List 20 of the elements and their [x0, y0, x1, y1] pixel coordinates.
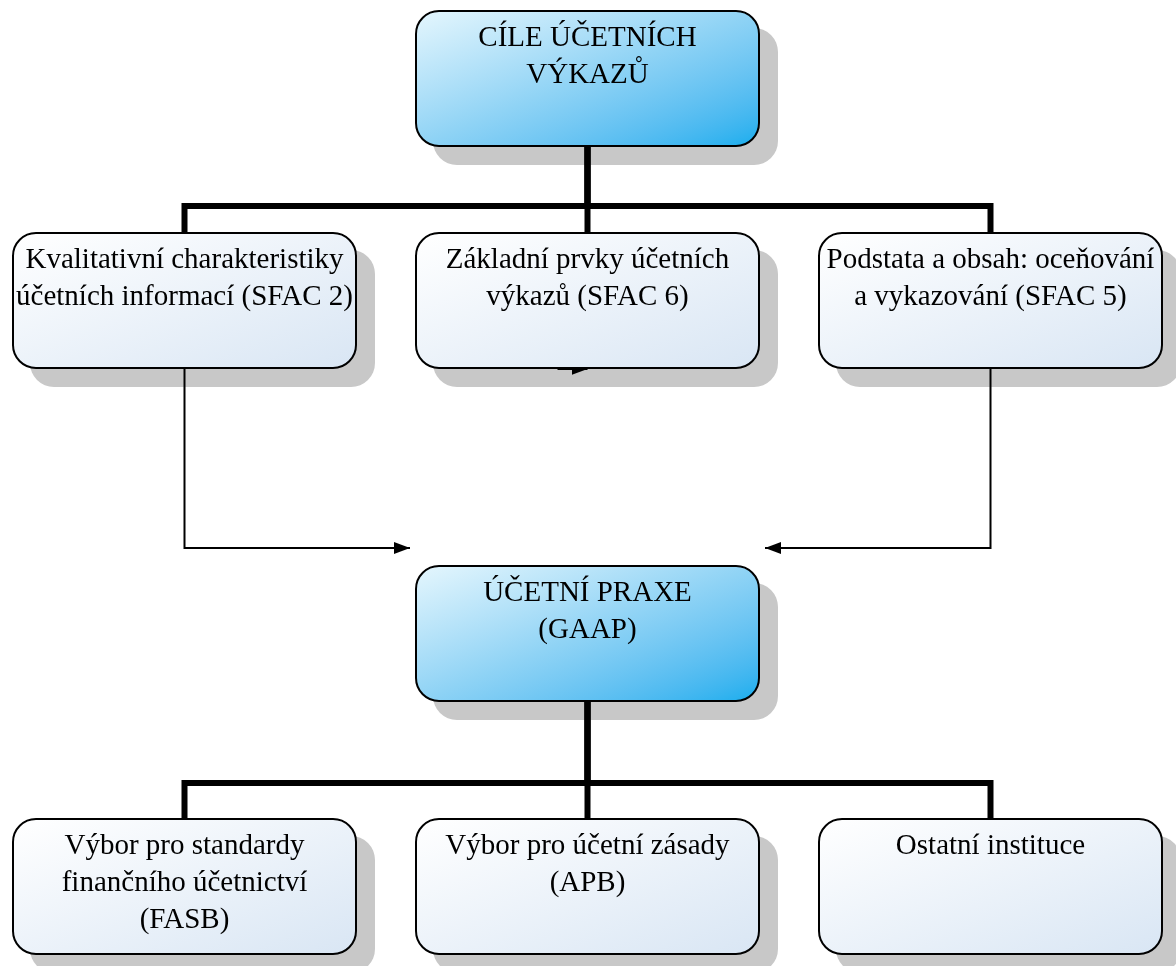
box-label: CÍLE ÚČETNÍCH VÝKAZŮ	[477, 19, 698, 91]
box-label: ÚČETNÍ PRAXE (GAAP)	[482, 574, 693, 646]
connector-line	[584, 147, 994, 232]
process-box	[12, 232, 357, 369]
process-box	[818, 818, 1163, 955]
process-box	[415, 232, 760, 369]
process-box	[818, 232, 1163, 369]
process-box	[12, 818, 357, 955]
box-label: Ostatní instituce	[895, 827, 1086, 862]
heading-box	[415, 565, 760, 702]
box-label: Základní prvky účetních výkazů (SFAC 6)	[444, 241, 731, 313]
process-box	[415, 818, 760, 955]
arrow	[183, 368, 411, 554]
box-label: Výbor pro standardy finančního účetnictví (FASB)	[60, 827, 309, 936]
arrow	[764, 368, 992, 554]
box-label: Kvalitativní charakteristiky účetních informací (SFAC 2)	[16, 241, 353, 313]
box-label: Podstata a obsah: oceňování a vykazování (SFAC 5)	[825, 241, 1156, 313]
connector-line	[584, 702, 994, 818]
heading-box	[415, 10, 760, 147]
box-label: Výbor pro účetní zásady (APB)	[444, 827, 731, 899]
